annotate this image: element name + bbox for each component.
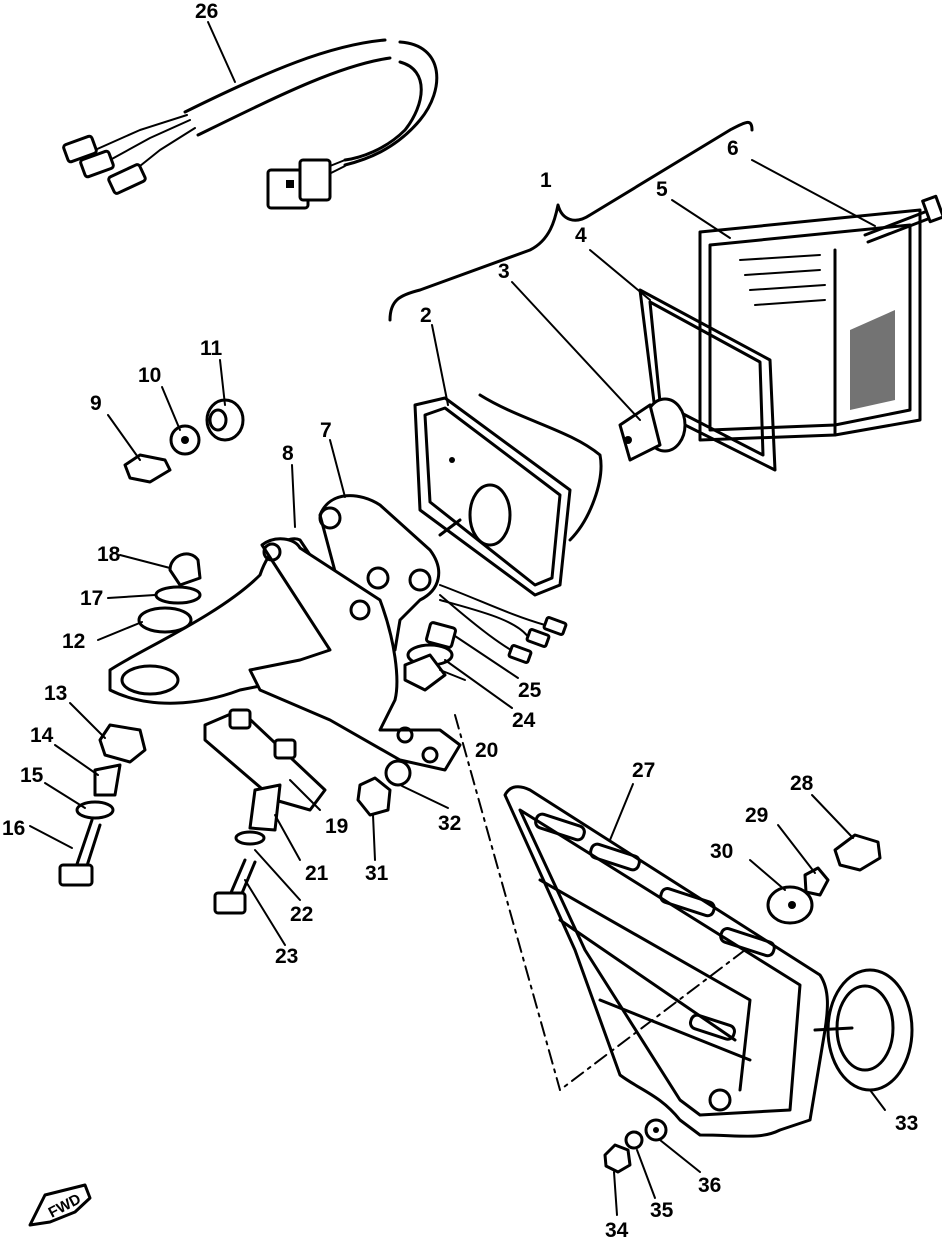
callout-12: 12 [62,630,85,653]
leader-lines [29,21,886,1216]
callout-5: 5 [656,178,668,201]
callout-18: 18 [97,543,121,566]
callout-17: 17 [80,587,103,610]
callout-11: 11 [200,337,223,360]
callout-24: 24 [512,709,536,732]
callout-14: 14 [30,724,54,747]
callout-9: 9 [90,392,102,415]
assembly-bracket [388,121,754,322]
callout-31: 31 [365,862,389,885]
callout-20: 20 [475,739,498,762]
callout-19: 19 [325,815,348,838]
callout-7: 7 [320,419,332,442]
callout-33: 33 [895,1112,918,1135]
callout-32: 32 [438,812,461,835]
housing-wires [439,584,568,664]
callout-2: 2 [420,304,432,327]
callout-22: 22 [290,903,313,926]
callout-10: 10 [138,364,161,387]
callout-15: 15 [20,764,44,787]
hardware-center [403,621,457,692]
license-plate-bracket [503,785,829,1138]
callout-1: 1 [540,169,552,192]
forward-direction-marker: FWD [28,1183,92,1227]
callout-34: 34 [605,1219,629,1240]
lens-screw [863,194,942,244]
callout-13: 13 [44,682,67,705]
callout-36: 36 [698,1174,721,1197]
callout-29: 29 [745,804,768,827]
lamp-bulb [618,397,687,462]
hardware-bottom [603,1118,668,1174]
callout-labels: 1 2 3 4 5 6 7 8 9 10 11 12 13 14 15 16 1… [2,0,918,1240]
callout-28: 28 [790,772,814,795]
callout-3: 3 [498,260,510,283]
hardware-right [766,833,882,925]
callout-26: 26 [195,0,218,23]
lens-gasket [638,288,777,472]
callout-8: 8 [282,442,294,465]
callout-25: 25 [518,679,542,702]
callout-6: 6 [727,137,739,160]
tail-lamp-lens [698,208,922,442]
callout-4: 4 [575,224,587,247]
tail-stay [108,537,462,772]
lamp-housing [413,393,603,597]
callout-35: 35 [650,1199,674,1222]
wire-harness [62,38,439,210]
callout-21: 21 [305,862,329,885]
callout-23: 23 [275,945,298,968]
guide-line [454,714,746,1091]
hardware-left [58,398,412,915]
reflector [813,968,914,1092]
callout-27: 27 [632,759,655,782]
callout-16: 16 [2,817,25,840]
callout-30: 30 [710,840,733,863]
